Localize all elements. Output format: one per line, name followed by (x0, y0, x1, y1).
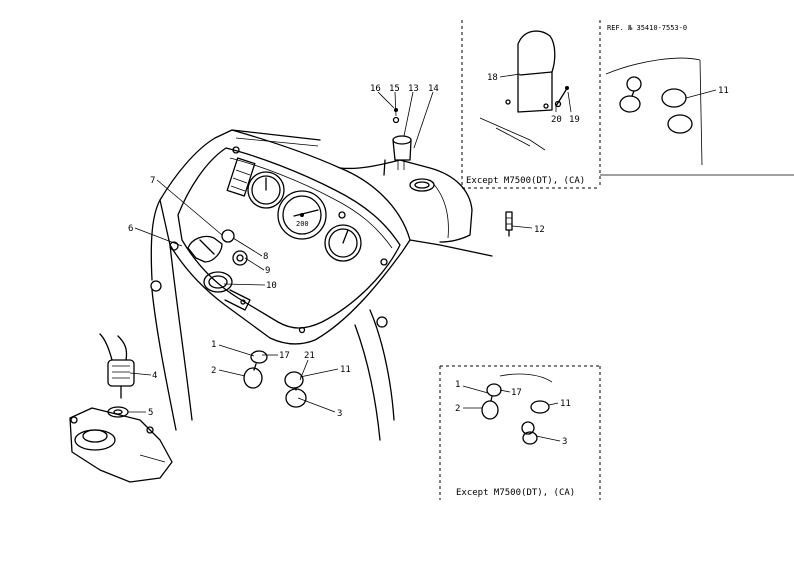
inset-bottom-frame (439, 365, 601, 500)
callout-13: 13 (408, 84, 419, 94)
inset-top-frame (461, 20, 601, 189)
temperature-gauge (324, 224, 362, 262)
lamp-switch (232, 250, 248, 266)
callout-17: 17 (279, 351, 290, 361)
callout-10: 10 (266, 281, 277, 291)
callout-11: 11 (340, 365, 351, 375)
solenoid-part (99, 333, 135, 399)
inset-bottom-caption: Except M7500(DT), (CA) (456, 488, 575, 498)
callout-labels: 7 6 8 9 10 16 15 13 14 12 4 5 1 2 17 21 … (128, 73, 729, 447)
callout-16: 16 (370, 84, 381, 94)
callout-19: 19 (569, 115, 580, 125)
washer-part (107, 406, 129, 418)
callout-5: 5 (148, 408, 153, 418)
tachometer-gauge: 200 (277, 190, 327, 240)
callout-21: 21 (304, 351, 315, 361)
callout-12: 12 (534, 225, 545, 235)
hour-meter (203, 271, 251, 311)
mount-base (69, 407, 173, 483)
callout-7: 7 (150, 176, 155, 186)
callout-4: 4 (152, 371, 157, 381)
rotary-switch (221, 229, 235, 243)
instrument-panel (150, 129, 493, 441)
filler-cap-assembly (383, 135, 435, 192)
pilot-lamp-part (605, 57, 703, 166)
inset-callout-17: 17 (511, 388, 522, 398)
bolt-part (555, 86, 569, 107)
bracket-part (479, 30, 556, 151)
callout-18: 18 (487, 73, 498, 83)
callout-2: 2 (211, 366, 216, 376)
callout-15: 15 (389, 84, 400, 94)
callout-6: 6 (128, 224, 133, 234)
callout-1: 1 (211, 340, 216, 350)
callout-20: 20 (551, 115, 562, 125)
indicator-lamp (338, 211, 346, 219)
inset-switch-group (481, 373, 553, 445)
reference-number: REF. № 35410-7553-0 (607, 24, 687, 32)
washer-icon (392, 116, 400, 124)
nut-part (554, 100, 562, 108)
inset-callout-1: 1 (455, 380, 460, 390)
callout-8: 8 (263, 252, 268, 262)
callout-14: 14 (428, 84, 439, 94)
inset-callout-2: 2 (455, 404, 460, 414)
fuel-gauge (247, 171, 285, 209)
inset-top-caption: Except M7500(DT), (CA) (466, 176, 585, 186)
key-switch (169, 235, 223, 263)
callout-9: 9 (265, 266, 270, 276)
callout-right-11: 11 (718, 86, 729, 96)
inset-callout-3: 3 (562, 437, 567, 447)
svg-text:200: 200 (296, 220, 309, 228)
inset-callout-11: 11 (560, 399, 571, 409)
bulb-part (505, 211, 513, 237)
callout-3: 3 (337, 409, 342, 419)
leader-lines (128, 73, 717, 442)
lower-switch-group (243, 350, 307, 408)
